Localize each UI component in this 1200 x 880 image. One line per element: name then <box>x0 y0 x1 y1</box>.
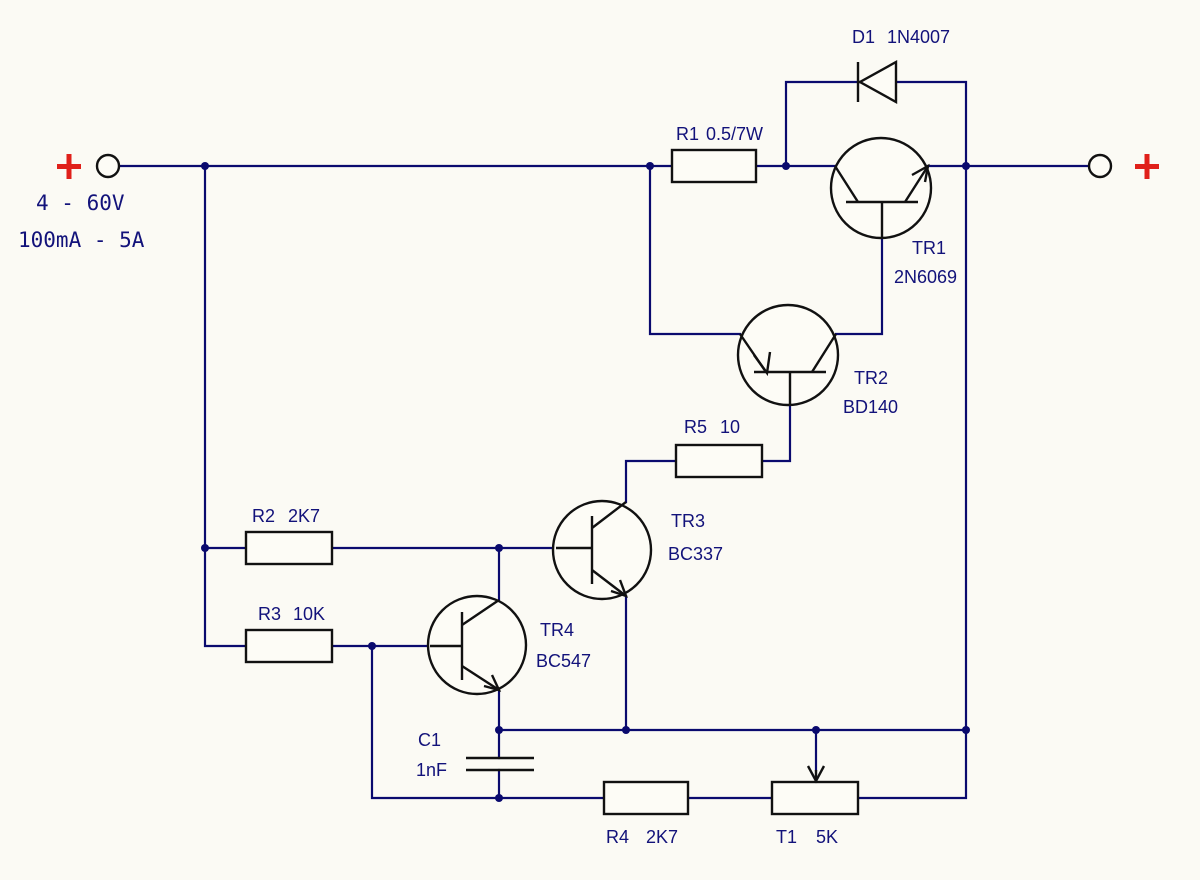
c1-ref: C1 <box>418 730 441 750</box>
capacitor-c1 <box>466 756 534 772</box>
wire-diode-loop <box>784 80 968 168</box>
tr4-ref: TR4 <box>540 620 574 640</box>
diode-d1 <box>856 59 898 105</box>
r5-value: 10 <box>720 417 740 437</box>
resistor-r5 <box>674 443 764 479</box>
resistor-r2 <box>244 530 334 566</box>
tr3-ref: TR3 <box>671 511 705 531</box>
t1-value: 5K <box>816 827 838 847</box>
r2-value: 2K7 <box>288 506 320 526</box>
potentiometer-t1 <box>770 765 860 816</box>
wire-output-rail <box>856 164 968 800</box>
r1-value: 0.5/7W <box>706 124 763 144</box>
resistor-r1 <box>670 148 758 184</box>
input-voltage-range: 4 - 60V <box>36 191 125 215</box>
r3-ref: R3 <box>258 604 281 624</box>
junction-dots <box>201 162 970 802</box>
d1-ref: D1 <box>852 27 875 47</box>
r3-value: 10K <box>293 604 325 624</box>
input-terminal <box>57 153 121 179</box>
d1-value: 1N4007 <box>887 27 950 47</box>
r1-ref: R1 <box>676 124 699 144</box>
r5-ref: R5 <box>684 417 707 437</box>
tr1-ref: TR1 <box>912 238 946 258</box>
wires <box>117 80 1090 800</box>
tr2-ref: TR2 <box>854 368 888 388</box>
tr2-value: BD140 <box>843 397 898 417</box>
transistor-tr4 <box>426 594 528 696</box>
transistor-tr3 <box>551 499 653 601</box>
wire-bottom-rail <box>370 644 606 800</box>
labels: 4 - 60V 100mA - 5A D1 1N4007 R1 0.5/7W T… <box>18 27 957 847</box>
resistor-r4 <box>602 780 690 816</box>
transistor-tr2 <box>736 303 840 407</box>
r4-ref: R4 <box>606 827 629 847</box>
input-current-range: 100mA - 5A <box>18 228 145 252</box>
tr1-value: 2N6069 <box>894 267 957 287</box>
tr4-value: BC547 <box>536 651 591 671</box>
transistor-tr1 <box>829 136 933 240</box>
output-terminal <box>1087 153 1159 179</box>
t1-ref: T1 <box>776 827 797 847</box>
r4-value: 2K7 <box>646 827 678 847</box>
tr3-value: BC337 <box>668 544 723 564</box>
wire-left-vertical <box>203 164 248 648</box>
resistor-r3 <box>244 628 334 664</box>
r2-ref: R2 <box>252 506 275 526</box>
c1-value: 1nF <box>416 760 447 780</box>
